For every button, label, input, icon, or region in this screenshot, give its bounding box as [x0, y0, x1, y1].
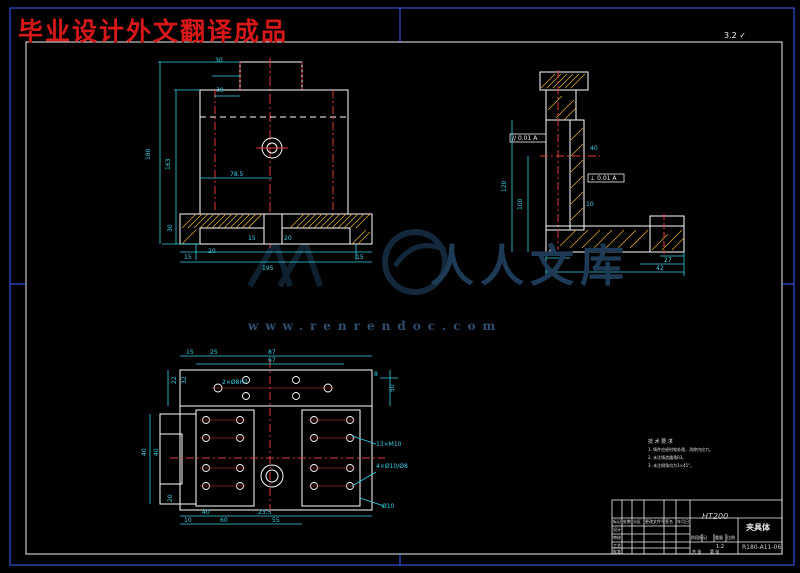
dim-label: 10: [184, 517, 192, 524]
tolerance-frame: // 0.01 A: [512, 135, 538, 142]
tb-label: 审核: [613, 535, 621, 540]
watermark-text: 人人文库: [430, 241, 630, 292]
dim-label: 140: [608, 274, 620, 281]
dim-label: 67: [268, 357, 276, 364]
roughness-symbol: 3.2 ✓: [724, 31, 746, 40]
tb-label: 签名: [665, 519, 673, 524]
note-line: 3. 未注倒角均为1×45°。: [648, 463, 695, 468]
top-view-dims: 15 25 87 67 22 32 2×Ø8H7 8 50 40 40 10 4…: [141, 349, 408, 524]
dim-label: 25: [210, 349, 218, 356]
dim-label: 120: [501, 180, 508, 192]
side-view: [509, 70, 685, 276]
dim-label: 180: [145, 148, 152, 160]
tb-label: 标记: [613, 519, 621, 524]
material-label: HT200: [702, 512, 729, 521]
tb-label: 第 张: [710, 549, 720, 554]
inner-border: [25, 41, 783, 555]
dim-label: 163: [165, 158, 172, 170]
dim-label: 8: [374, 371, 378, 378]
tb-label: 处数: [623, 519, 631, 524]
outer-frame: [9, 7, 795, 566]
note-line: 1. 铸件应经时效处理，消除内应力。: [648, 447, 714, 452]
dim-label: 87: [268, 349, 276, 356]
dim-label: 30: [167, 224, 174, 232]
drawing-number: R180-A11-06: [742, 544, 782, 551]
tb-label: 工艺: [613, 543, 621, 548]
dim-label: 15: [184, 254, 192, 261]
dim-label: 30: [215, 57, 223, 64]
dim-label: 10: [586, 201, 594, 208]
dim-label: 78.5: [230, 171, 244, 178]
dim-label: 32: [181, 376, 188, 384]
tb-label: 重量: [715, 535, 723, 540]
side-view-dims: 120 100 140 42 18 27 10 40 // 0.01 A ⊥ 0…: [501, 135, 672, 281]
tb-label: 更改文件号: [645, 519, 665, 524]
dim-label: 39: [216, 87, 224, 94]
tb-label: 年月日: [677, 519, 689, 524]
dim-label: 195: [262, 265, 274, 272]
datum-label: A: [548, 249, 553, 256]
dim-label: 60: [220, 517, 228, 524]
part-name: 夹具体: [746, 523, 770, 532]
banner-title: 毕业设计外文翻译成品: [18, 17, 289, 46]
tb-label: 阶段标记: [691, 535, 707, 540]
dim-label: 4×Ø10/Ø8: [376, 463, 408, 470]
tb-label: 分区: [633, 519, 641, 524]
dim-label: 22: [171, 376, 178, 384]
tb-label: 批准: [613, 549, 621, 554]
dim-label: 40: [590, 145, 598, 152]
note-line: 2. 未注铸造圆角R3。: [648, 455, 687, 460]
scale-value: 1:2: [716, 544, 725, 550]
dim-label: 15: [356, 254, 364, 261]
tb-label: 比例: [727, 535, 735, 540]
title-block: [611, 499, 783, 555]
tb-label: 共 张: [692, 549, 702, 554]
dim-label: 20: [284, 235, 292, 242]
dim-label: 15: [186, 349, 194, 356]
dim-label: 50: [389, 384, 396, 392]
dim-label: 2×Ø8H7: [222, 379, 248, 386]
notes-heading: 技 术 要 求: [648, 439, 673, 445]
front-view-dims: 30 39 180 163 78.5 30 15 20 15 195 15 20: [145, 57, 364, 272]
dim-label: 40: [153, 448, 160, 456]
tb-label: 设计: [613, 527, 621, 532]
dim-label: 100: [517, 198, 524, 210]
front-view: [158, 58, 373, 263]
dim-label: 23.5: [258, 509, 272, 516]
dim-label: 13×M10: [376, 441, 402, 448]
dim-label: 20: [208, 248, 216, 255]
tolerance-frame: ⊥ 0.01 A: [590, 175, 617, 182]
watermark-domain: www.renrendoc.com: [248, 319, 503, 333]
dim-label: 42: [656, 265, 664, 272]
dim-label: Ø10: [382, 503, 395, 510]
dim-label: 15: [248, 235, 256, 242]
top-view: [149, 355, 398, 525]
dim-label: 55: [272, 517, 280, 524]
dim-label: 40: [141, 448, 148, 456]
dim-label: 20: [167, 494, 174, 502]
dim-label: 18: [552, 251, 560, 258]
technical-notes: 技 术 要 求 1. 铸件应经时效处理，消除内应力。 2. 未注铸造圆角R3。 …: [648, 438, 713, 470]
dim-label: 27: [664, 257, 672, 264]
dim-label: 40: [202, 509, 210, 516]
